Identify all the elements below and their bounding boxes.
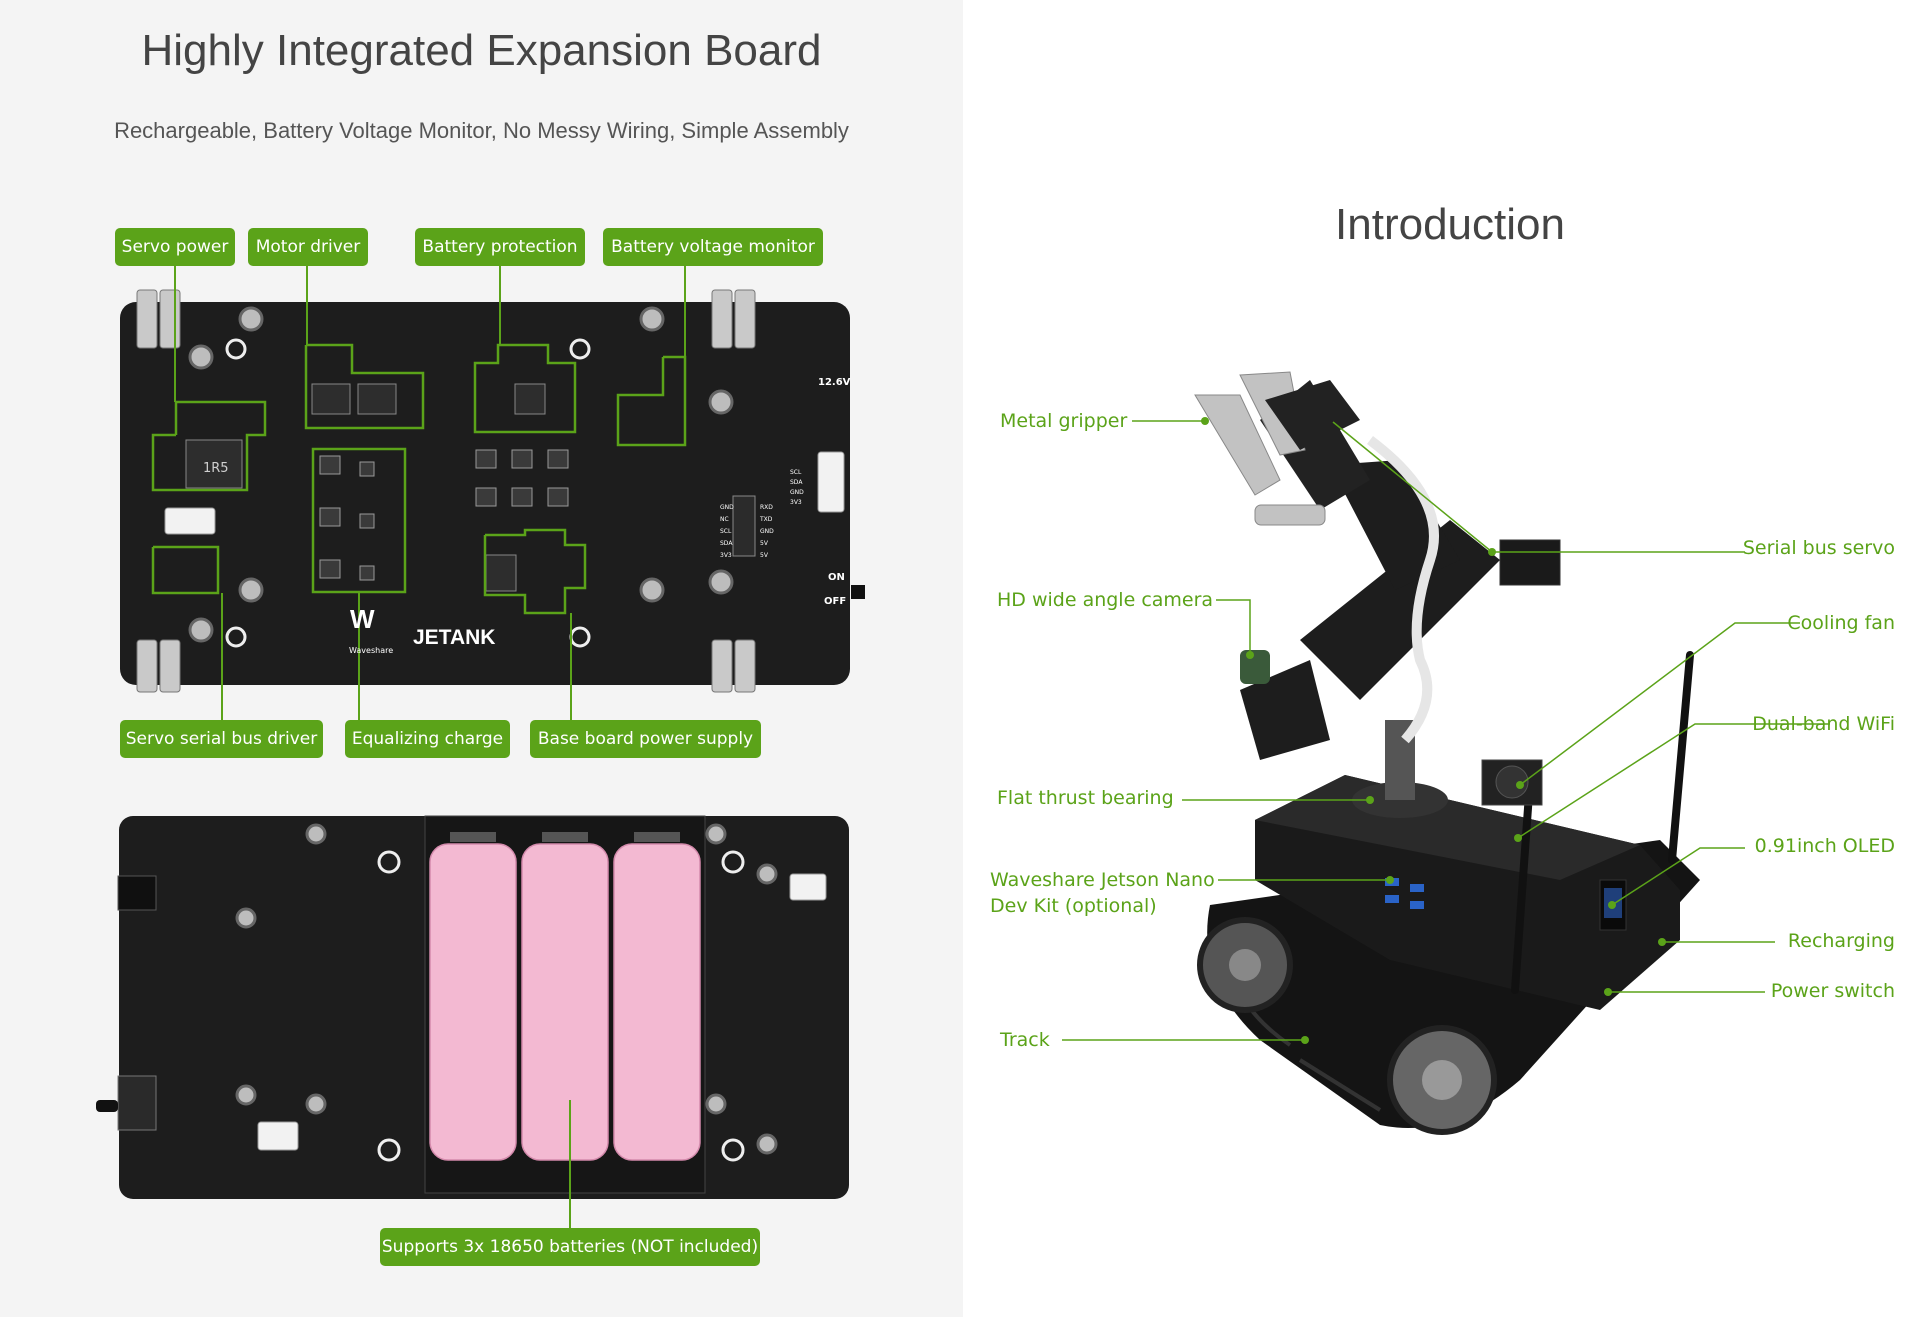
label-servo-power: Servo power (115, 228, 235, 266)
label-battery-support: Supports 3x 18650 batteries (NOT include… (380, 1228, 760, 1266)
board-title: Highly Integrated Expansion Board (141, 26, 822, 75)
gpio-pin: SDA (720, 540, 733, 547)
leader-lines (1062, 420, 1830, 1041)
jetank-robot (1194, 371, 1700, 1135)
header-pin: GND (790, 489, 804, 496)
label-thrust-bearing: Flat thrust bearing (997, 787, 1174, 809)
label-hd-camera: HD wide angle camera (997, 589, 1214, 611)
label-oled: 0.91inch OLED (1754, 835, 1895, 857)
expansion-board-back (96, 815, 849, 1228)
gpio-pin: GND (720, 504, 734, 511)
gpio-pin: SCL (720, 528, 732, 535)
board-subtitle: Rechargeable, Battery Voltage Monitor, N… (114, 118, 849, 143)
label-jetson-nano: Waveshare Jetson Nano (990, 869, 1215, 891)
gpio-pin: 3V3 (720, 552, 732, 559)
label-base-board-power-supply: Base board power supply (530, 720, 761, 758)
board-switch-on: ON (828, 572, 845, 583)
label-metal-gripper: Metal gripper (1000, 410, 1128, 432)
board-logo-text: Waveshare (349, 646, 393, 655)
board-switch-off: OFF (824, 596, 846, 607)
label-jetson-nano-sub: Dev Kit (optional) (990, 895, 1157, 917)
label-equalizing-charge: Equalizing charge (345, 720, 510, 758)
intro-title: Introduction (1335, 200, 1565, 249)
label-power-switch: Power switch (1770, 980, 1895, 1002)
label-serial-bus-servo: Serial bus servo (1742, 537, 1895, 559)
label-dual-band-wifi: Dual-band WiFi (1752, 713, 1895, 735)
board-brand: JETANK (413, 626, 495, 649)
label-servo-serial-bus-driver: Servo serial bus driver (120, 720, 323, 758)
board-voltage: 12.6V (818, 377, 851, 388)
header-pin: SDA (790, 479, 803, 486)
gpio-pin: NC (720, 516, 729, 523)
label-track: Track (1000, 1029, 1050, 1051)
header-pin: SCL (790, 469, 802, 476)
board-inductor-mark: 1R5 (203, 461, 229, 476)
header-pin: 3V3 (790, 499, 802, 506)
label-battery-protection: Battery protection (415, 228, 585, 266)
waveshare-logo: W (350, 604, 375, 634)
gpio-pin: TXD (759, 516, 773, 523)
label-motor-driver: Motor driver (248, 228, 368, 266)
expansion-board-front: JETANK W Waveshare 12.6V ON OFF 1R5 SCL … (120, 266, 865, 720)
battery-cells (429, 832, 701, 1161)
gpio-pin: GND (760, 528, 774, 535)
gpio-pin: RXD (760, 504, 773, 511)
gpio-pin: 5V (760, 552, 769, 559)
label-battery-voltage-monitor: Battery voltage monitor (603, 228, 823, 266)
label-cooling-fan: Cooling fan (1787, 612, 1895, 634)
leader-dots (1201, 417, 1666, 1044)
label-recharging: Recharging (1787, 930, 1895, 952)
gpio-pin: 5V (760, 540, 769, 547)
